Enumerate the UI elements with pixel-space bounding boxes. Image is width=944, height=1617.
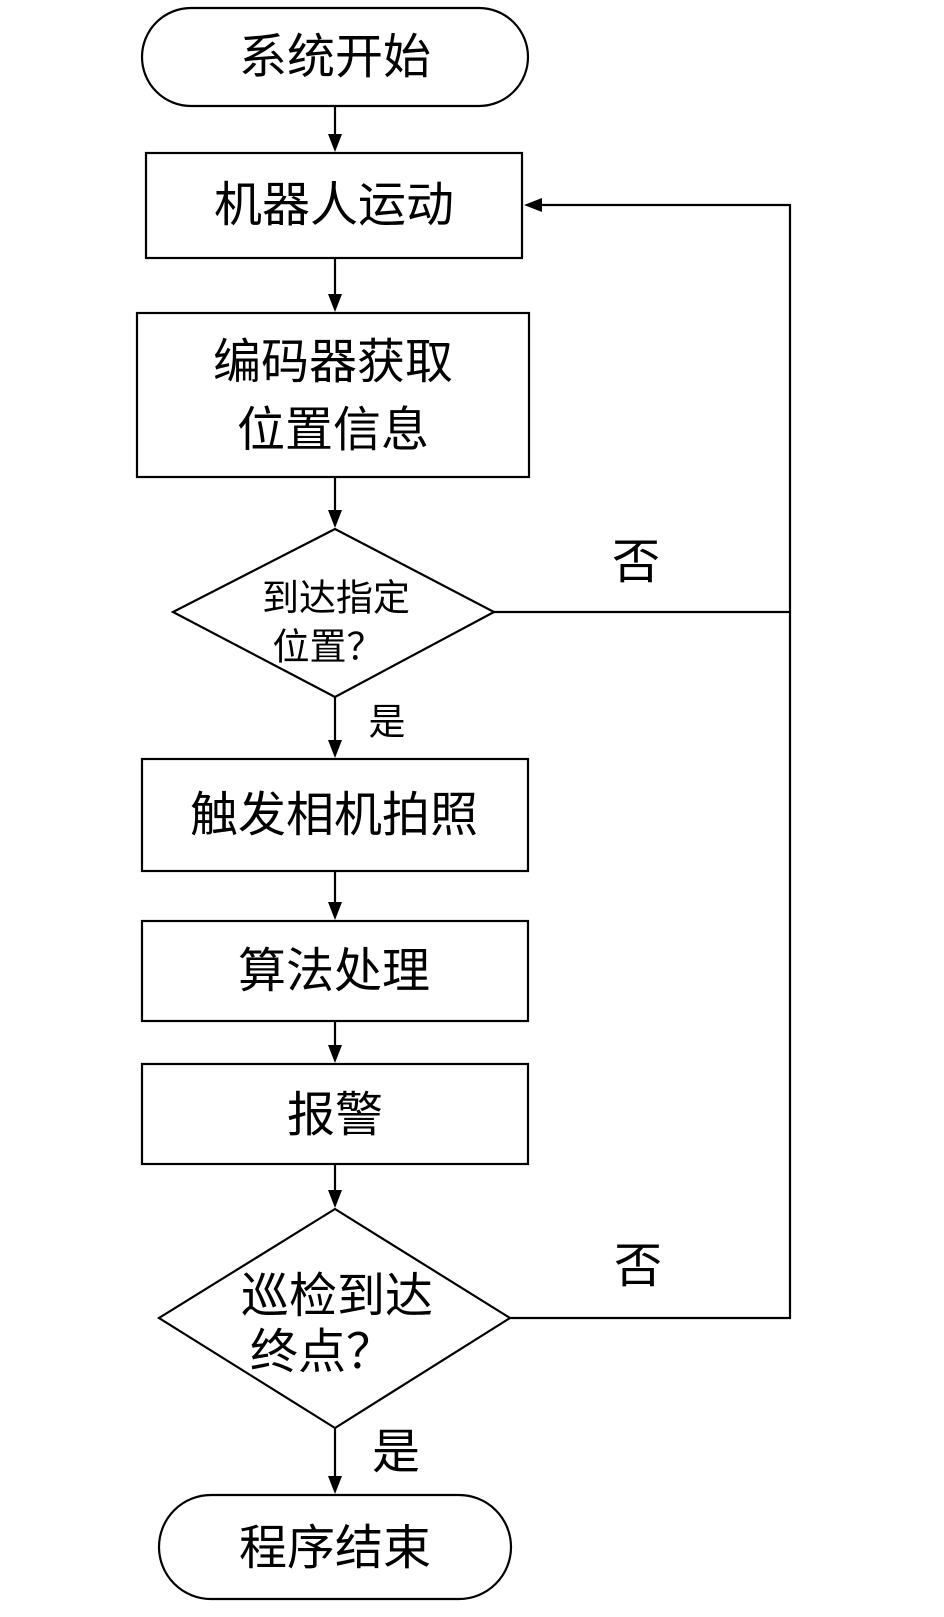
- trigger-camera-label: 触发相机拍照: [190, 787, 478, 843]
- arrowhead-start-to-robot: [328, 134, 342, 152]
- arrowhead-encoder-to-decision1: [328, 510, 342, 528]
- decision2-label-line1: 巡检到达: [241, 1268, 433, 1324]
- arrowhead-loop-to-robot: [524, 198, 542, 212]
- encoder-label-line1: 编码器获取: [213, 334, 453, 390]
- edge-decision1-no-loop: [494, 203, 792, 614]
- alarm-label: 报警: [287, 1087, 383, 1143]
- decision1-label-line2: 位置？: [273, 626, 384, 669]
- arrowhead-algorithm-to-alarm: [328, 1045, 342, 1063]
- encoder-box: [135, 311, 531, 479]
- decision2-yes-label: 是: [372, 1424, 420, 1480]
- decision1-yes-label: 是: [369, 701, 406, 744]
- arrowhead-alarm-to-decision2: [328, 1190, 342, 1208]
- arrowhead-robot-to-encoder: [328, 294, 342, 312]
- arrowhead-decision2-yes: [328, 1476, 342, 1494]
- decision2-no-label: 否: [614, 1238, 662, 1294]
- decision2-label-line2: 终点？: [250, 1324, 394, 1380]
- robot-move-label: 机器人运动: [214, 177, 454, 233]
- arrowhead-decision1-yes: [328, 740, 342, 758]
- arrowhead-trigger-to-algorithm: [328, 902, 342, 920]
- edge-decision2-no-loop: [510, 612, 792, 1320]
- decision1-label-line1: 到达指定: [262, 577, 410, 620]
- algorithm-box: [140, 919, 530, 1023]
- robot-move-box: [144, 151, 524, 260]
- start-label: 系统开始: [239, 29, 431, 85]
- encoder-label-line2: 位置信息: [237, 402, 429, 458]
- algorithm-label: 算法处理: [238, 943, 430, 999]
- decision1-no-label: 否: [612, 534, 660, 590]
- end-label: 程序结束: [239, 1520, 431, 1576]
- end-terminator: [157, 1493, 513, 1601]
